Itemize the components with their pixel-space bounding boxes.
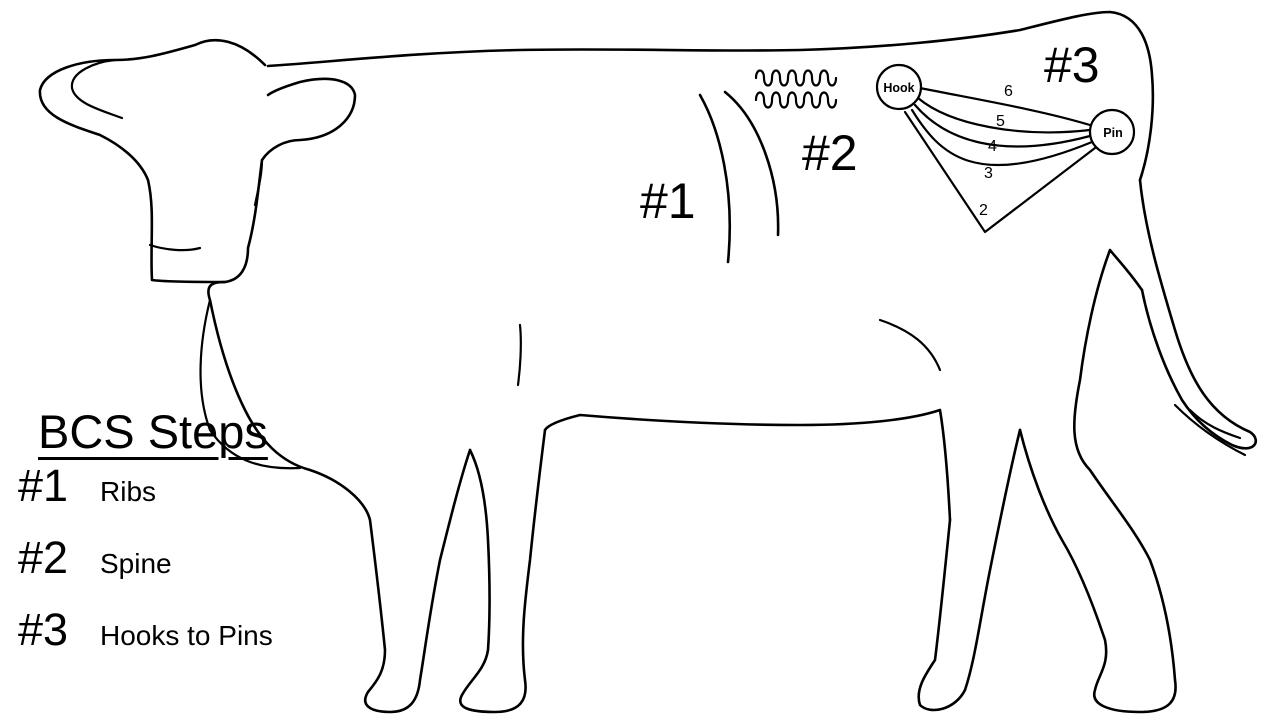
legend-title: BCS Steps [38,404,273,460]
legend-item: #2 Spine [18,532,273,604]
cow-back-outline [268,12,1153,180]
score-number-2: 2 [979,202,988,219]
legend-item-number: #1 [18,460,100,512]
step-label-2: #2 [802,125,858,181]
spine-squiggle [756,93,836,108]
cow-ear-outline [72,60,122,118]
cow-belly-outline [545,410,950,520]
legend-item-text: Ribs [100,476,156,508]
cow-hind-leg-back [919,430,1020,710]
score-number-6: 6 [1004,83,1013,100]
cow-cheek-line [255,160,262,205]
step-label-3: #3 [1044,37,1100,93]
legend-item-number: #2 [18,532,100,584]
cow-hind-leg-outline [1020,250,1176,712]
legend-item: #1 Ribs [18,460,273,532]
bcs-legend: BCS Steps #1 Ribs #2 Spine #3 Hooks to P… [18,404,273,676]
legend-item-text: Spine [100,548,172,580]
rib-line [700,95,730,262]
legend-item: #3 Hooks to Pins [18,604,273,676]
cow-muzzle-line [150,245,200,250]
cow-head-outline [40,40,355,282]
score-line-2 [905,112,1095,232]
legend-item-number: #3 [18,604,100,656]
hook-label: Hook [883,81,914,95]
cow-flank-line [880,320,940,370]
legend-item-text: Hooks to Pins [100,620,273,652]
score-number-4: 4 [988,138,997,155]
spine-squiggle [756,71,836,86]
step-label-1: #1 [640,173,696,229]
cow-front-leg-outline [460,430,545,712]
score-number-3: 3 [984,165,993,182]
pin-label: Pin [1103,126,1122,140]
cow-tail-outline [1140,180,1256,448]
cow-elbow-line [518,325,521,385]
score-number-5: 5 [996,113,1005,130]
rib-line [725,92,778,235]
